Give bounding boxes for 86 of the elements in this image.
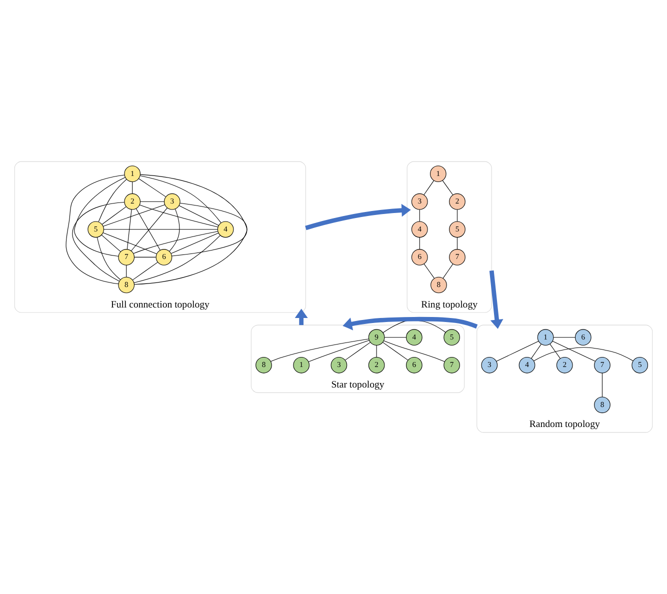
connector: [102, 232, 157, 254]
connector: [384, 340, 445, 362]
node-circle: 1: [124, 166, 141, 182]
connector: [442, 180, 454, 196]
connector: [442, 264, 454, 279]
connector: [126, 209, 132, 250]
node-circle: 6: [406, 356, 422, 374]
connector: [424, 180, 434, 196]
node-circle: 5: [449, 221, 466, 238]
node-circle: 5: [444, 329, 460, 346]
node-circle: 2: [124, 193, 141, 210]
connector: [140, 175, 222, 224]
connector: [169, 208, 180, 252]
node-circle: 4: [518, 356, 536, 374]
node-circle: 2: [449, 193, 466, 210]
node-circle: 3: [481, 356, 498, 374]
node-circle: 7: [118, 249, 135, 266]
connector: [133, 231, 218, 254]
connector: [456, 237, 458, 250]
connector: [134, 256, 156, 258]
node-circle: 3: [330, 356, 348, 374]
connector: [270, 338, 369, 362]
connector: [308, 340, 370, 362]
node-circle: 3: [164, 193, 180, 210]
connector: [178, 205, 219, 226]
connector: [102, 204, 166, 227]
connector: [419, 209, 420, 222]
arrow: [489, 270, 504, 329]
connector: [102, 206, 126, 224]
connector: [140, 201, 164, 202]
connector: [138, 178, 166, 197]
arrow: [294, 308, 308, 326]
connector: [96, 237, 121, 280]
connector: [101, 234, 121, 252]
connector: [72, 202, 125, 282]
node-circle: 4: [411, 221, 428, 238]
connector: [130, 208, 168, 252]
connector: [553, 337, 576, 338]
node-circle: 2: [556, 356, 573, 374]
arrow: [305, 204, 411, 230]
connector: [132, 182, 133, 194]
node-circle: 7: [449, 249, 466, 266]
connector: [550, 344, 560, 359]
connector: [132, 262, 158, 280]
node-circle: 8: [118, 276, 135, 294]
node-circle: 5: [632, 356, 648, 374]
connector: [66, 174, 125, 284]
connector: [376, 345, 377, 358]
node-circle: 6: [411, 249, 428, 266]
connector: [456, 209, 458, 222]
connector: [136, 208, 160, 250]
node-circle: 1: [293, 356, 310, 374]
connector: [126, 264, 127, 278]
node-circle: 1: [430, 166, 446, 182]
node-circle: 1: [537, 329, 554, 346]
node-circle: 8: [594, 396, 610, 414]
connector: [424, 264, 435, 279]
node-circle: 7: [444, 356, 460, 374]
connector: [531, 344, 542, 359]
node-circle: 7: [594, 356, 610, 374]
connector: [384, 337, 406, 338]
connector: [419, 237, 420, 250]
node-circle: 8: [256, 356, 272, 374]
arrow: [342, 316, 478, 330]
connector: [534, 347, 634, 362]
node-circle: 4: [406, 329, 422, 346]
node-circle: 2: [368, 356, 385, 374]
connector: [140, 174, 248, 256]
connector: [496, 341, 539, 362]
node-circle: 4: [217, 221, 234, 238]
node-circle: 6: [156, 249, 172, 266]
connector: [345, 342, 371, 360]
node-circle: 5: [88, 221, 104, 238]
node-circle: 3: [411, 193, 428, 210]
connector: [98, 179, 127, 222]
connector: [74, 177, 126, 256]
connector: [139, 204, 218, 228]
connector: [552, 340, 596, 362]
connector: [134, 235, 220, 284]
connector: [134, 202, 248, 285]
node-circle: 8: [430, 276, 447, 294]
node-circle: 6: [574, 329, 592, 346]
connector: [382, 342, 408, 360]
connector: [104, 229, 218, 230]
node-circle: 9: [368, 329, 385, 346]
connector: [170, 232, 219, 254]
